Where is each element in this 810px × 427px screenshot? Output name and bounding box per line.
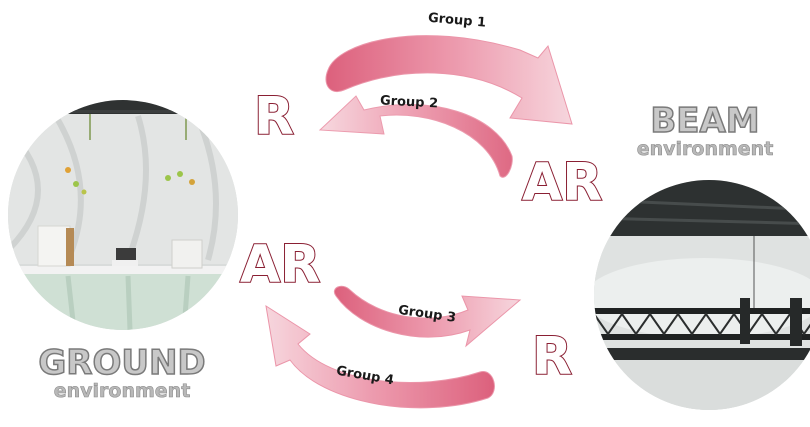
top-left-condition-R: R	[254, 87, 294, 147]
ground-env-title: GROUND	[38, 343, 207, 383]
ground-environment-photo	[8, 100, 238, 330]
beam-environment-photo	[594, 180, 810, 410]
group-2-arrow	[318, 95, 513, 178]
group-2-label: Group 2	[380, 93, 439, 111]
group-1-label: Group 1	[427, 11, 486, 31]
group-1-arrow	[325, 35, 573, 125]
group-4-arrow	[265, 304, 495, 409]
top-right-condition-AR: AR	[522, 153, 602, 213]
ground-env-subtitle: environment	[53, 380, 191, 402]
bottom-left-condition-AR: AR	[240, 235, 320, 295]
beam-env-subtitle: environment	[636, 138, 774, 160]
bottom-right-condition-R: R	[532, 327, 572, 387]
beam-env-title: BEAM	[650, 101, 761, 141]
group-3-arrow	[334, 285, 522, 348]
